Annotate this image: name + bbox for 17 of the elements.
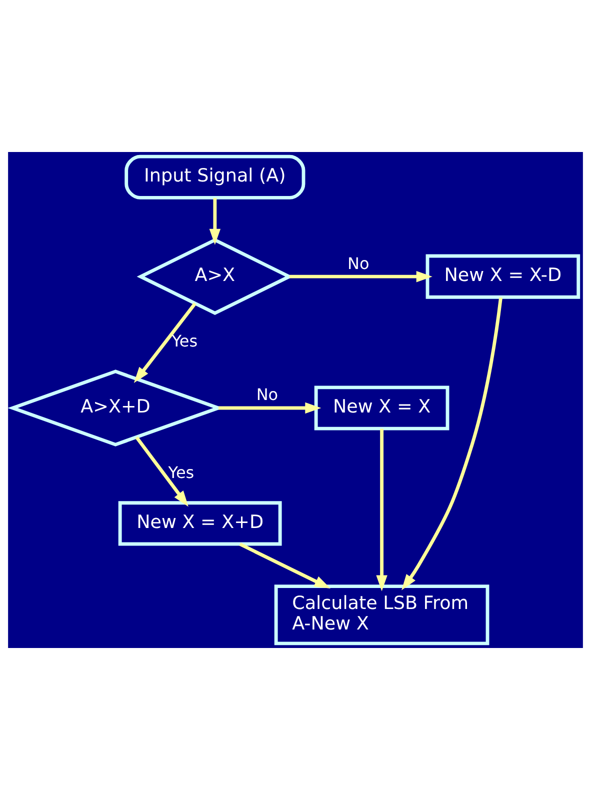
edge-label: No [347,254,370,273]
edge-label: Yes [172,332,198,351]
node-box: Calculate LSB From A-New X [274,584,490,646]
arrow [402,297,502,590]
node-box: New X = X [314,386,450,430]
arrow [239,542,330,589]
arrow [134,302,196,383]
edge-label: No [256,385,278,404]
node-box: New X = X-D [426,254,580,299]
node-box: New X = X+D [118,501,282,546]
arrow [376,428,388,592]
arrow [218,402,322,414]
arrow [135,436,188,507]
arrow [289,270,432,282]
arrow [209,198,221,245]
node-box: Input Signal (A) [124,154,306,200]
edge-label: Yes [168,462,194,482]
